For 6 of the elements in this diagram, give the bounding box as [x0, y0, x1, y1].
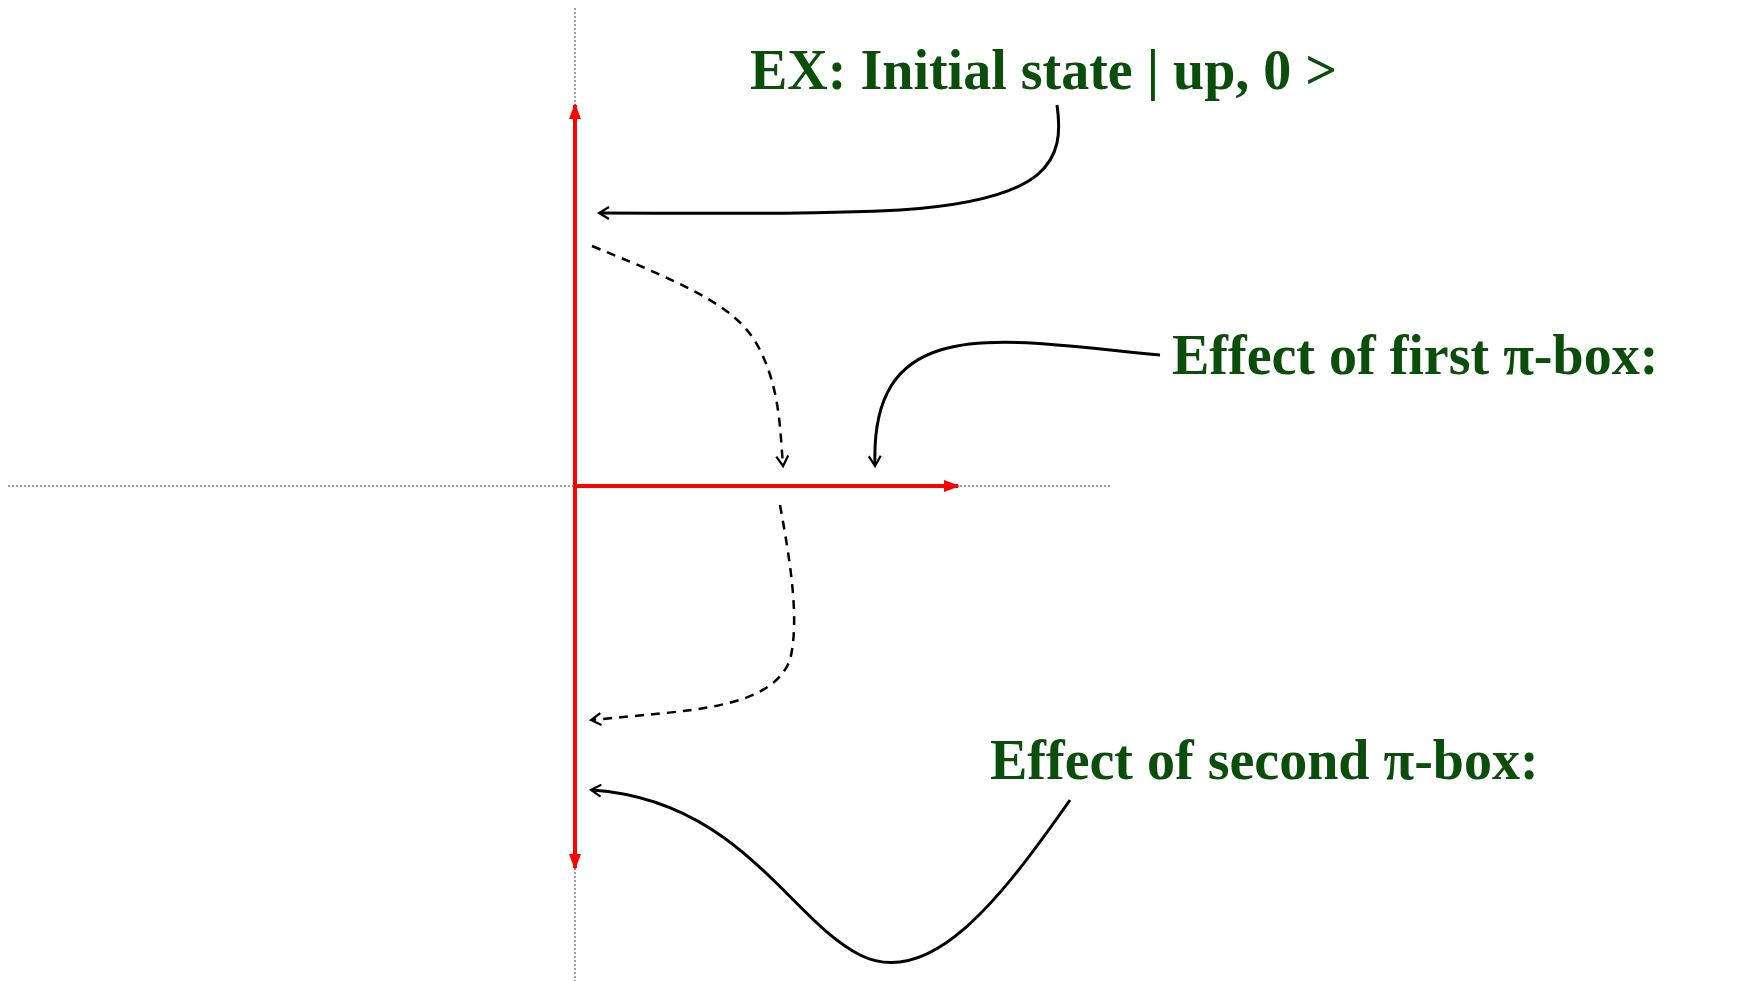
note-text: Effect of second π-box: [990, 730, 1539, 792]
leader-line [597, 104, 1061, 221]
leader-line [868, 340, 1161, 468]
note-text: Effect of first π-box: [1172, 325, 1659, 387]
leader-line [589, 784, 1072, 964]
note-text: EX: Initial state | up, 0 > [750, 40, 1338, 102]
